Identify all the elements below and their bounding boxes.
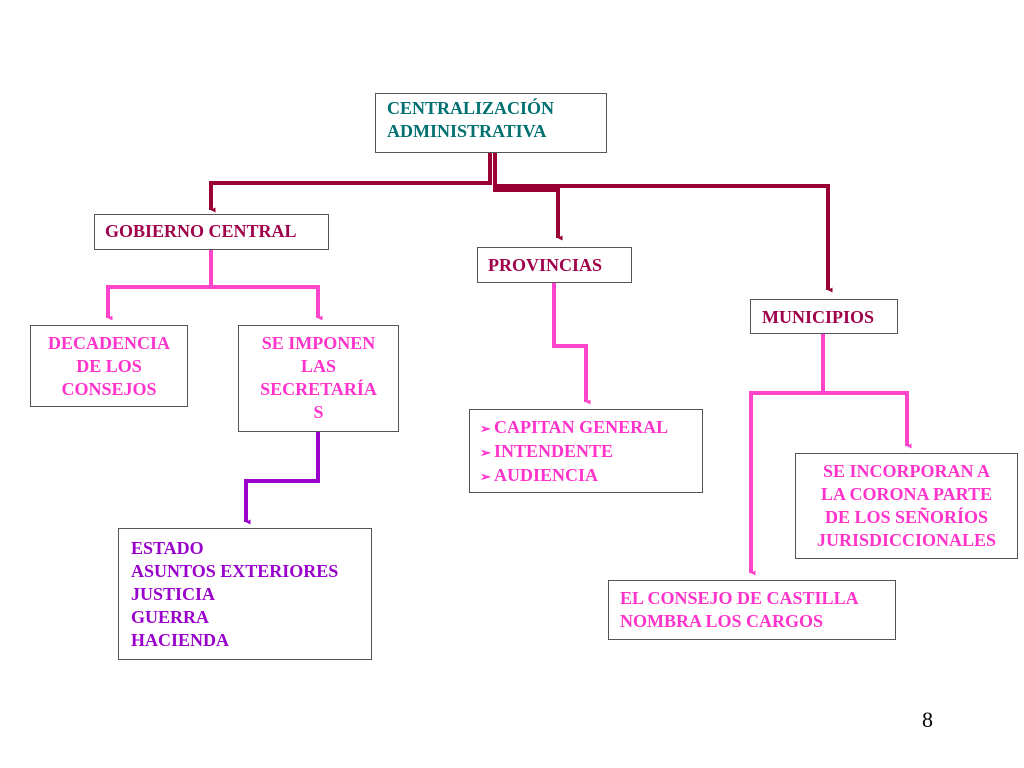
node-text-line: LAS <box>300 356 336 376</box>
connector-root-municipios <box>495 184 833 293</box>
arrowhead-bullet-icon: ➢ <box>480 421 491 436</box>
list-item: ➢AUDIENCIA <box>480 464 702 488</box>
node-text-line: S <box>313 402 324 422</box>
node-decadencia-consejos: DECADENCIA DE LOS CONSEJOS <box>30 325 188 407</box>
node-text-line: NOMBRA LOS CARGOS <box>620 611 824 631</box>
connector-root-provincias <box>493 152 563 241</box>
node-text-line: DE LOS <box>76 356 142 376</box>
node-text-line: JUSTICIA <box>131 584 216 604</box>
connector-provincias-capitan <box>552 283 591 405</box>
page-number: 8 <box>922 707 933 732</box>
list-item-label: AUDIENCIA <box>494 465 599 485</box>
node-text-line: DECADENCIA <box>47 333 170 353</box>
arrowhead-bullet-icon: ➢ <box>480 445 491 460</box>
node-text-line: SECRETARÍA <box>260 379 377 399</box>
node-text-line: CENTRALIZACIÓN <box>387 98 555 118</box>
list-item: ➢INTENDENTE <box>480 440 702 464</box>
node-text-line: DE LOS SEÑORÍOS <box>824 507 989 527</box>
connector-gobierno-secretarias <box>211 285 323 321</box>
connector-root-gobierno <box>209 152 492 213</box>
node-gobierno-central: GOBIERNO CENTRAL <box>94 214 329 250</box>
list-item-label: CAPITAN GENERAL <box>494 417 669 437</box>
node-text-line: SE IMPONEN <box>261 333 376 353</box>
node-text-line: PROVINCIAS <box>488 255 603 275</box>
node-centralizacion: CENTRALIZACIÓN ADMINISTRATIVA <box>375 93 607 153</box>
node-municipios: MUNICIPIOS <box>750 299 898 334</box>
node-estado-list: ESTADO ASUNTOS EXTERIORES JUSTICIA GUERRA HA… <box>118 528 372 660</box>
node-provincias: PROVINCIAS <box>477 247 632 283</box>
node-text-line: ADMINISTRATIVA <box>387 121 547 141</box>
connector-gobierno-decadencia <box>106 250 213 321</box>
node-text-line: CONSEJOS <box>61 379 157 399</box>
node-text-line: JURISDICCIONALES <box>816 530 997 550</box>
node-text-line: LA CORONA PARTE <box>820 484 993 504</box>
node-text-line: ASUNTOS EXTERIORES <box>131 561 339 581</box>
list-item: ➢CAPITAN GENERAL <box>480 416 702 440</box>
node-text-line: ESTADO <box>131 538 204 558</box>
node-consejo-castilla: EL CONSEJO DE CASTILLA NOMBRA LOS CARGOS <box>608 580 896 640</box>
connector-municipios-incorporan <box>821 333 912 449</box>
arrowhead-bullet-icon: ➢ <box>480 469 491 484</box>
node-text-line: HACIENDA <box>131 630 230 650</box>
connector-secretarias-estado <box>244 432 320 525</box>
node-text-line: SE INCORPORAN A <box>822 461 991 481</box>
node-se-incorporan: SE INCORPORAN A LA CORONA PARTE DE LOS SEÑ… <box>795 453 1018 559</box>
node-text-line: GOBIERNO CENTRAL <box>105 221 297 241</box>
node-se-imponen-secretarias: SE IMPONEN LAS SECRETARÍA S <box>238 325 399 432</box>
node-text-line: MUNICIPIOS <box>762 307 875 327</box>
list-item-label: INTENDENTE <box>494 441 614 461</box>
connector-municipios-consejo <box>749 391 823 576</box>
node-text-line: EL CONSEJO DE CASTILLA <box>620 588 859 608</box>
capitan-bullet-list: ➢CAPITAN GENERAL➢INTENDENTE➢AUDIENCIA <box>480 416 702 488</box>
node-text-line: GUERRA <box>131 607 210 627</box>
node-capitan-list: ➢CAPITAN GENERAL➢INTENDENTE➢AUDIENCIA <box>469 409 703 493</box>
